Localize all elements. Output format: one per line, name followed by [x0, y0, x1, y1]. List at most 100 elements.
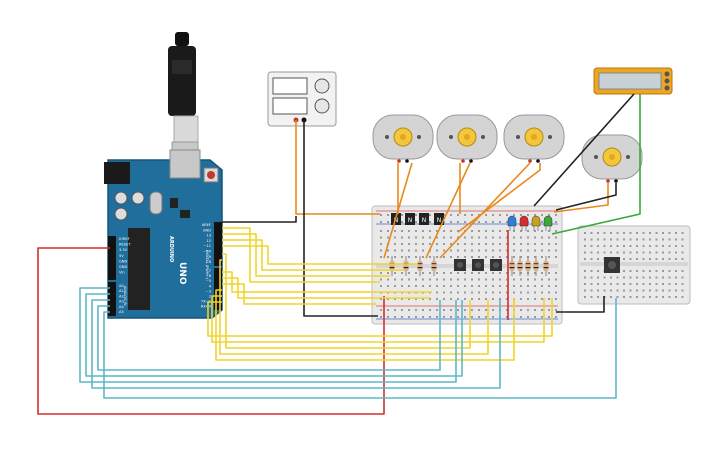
pin-label: TX→1 [200, 300, 211, 304]
led-icon[interactable] [519, 215, 529, 231]
yellow-wire[interactable] [222, 283, 376, 305]
yellow-wire[interactable] [222, 245, 418, 265]
pin-label: RX←0 [201, 305, 212, 309]
yellow-wire[interactable] [222, 233, 390, 277]
pin-label: RESET [119, 243, 131, 247]
pin-label: 13 [206, 234, 211, 238]
pin-label: AREF [202, 223, 211, 227]
resistor-icon [431, 256, 437, 276]
pin-label: Vin [119, 271, 125, 275]
arduino-uno-board[interactable]: ARDUINO UNO DIGITAL (PWM~) ANALOG IN IOR… [104, 149, 223, 319]
cyan-wire[interactable] [97, 300, 441, 371]
resistor-icon [543, 256, 549, 276]
pin-label: GND [119, 265, 127, 269]
pin-label: A4 [119, 305, 124, 309]
pushbutton-icon[interactable] [454, 259, 466, 271]
pin-label: 3.3V [119, 248, 128, 252]
pin-label: A5 [119, 310, 124, 314]
usb-port [169, 149, 201, 179]
dc-motor-icon[interactable] [581, 134, 643, 183]
black-wire[interactable] [556, 296, 605, 313]
black-wire[interactable] [533, 93, 635, 207]
cyan-wire[interactable] [85, 293, 463, 377]
pushbutton-icon[interactable] [472, 259, 484, 271]
pin-label: A2 [119, 294, 124, 298]
transistor-icon[interactable]: N [434, 213, 444, 225]
green-wire[interactable] [551, 94, 641, 235]
cyan-wire[interactable] [79, 287, 457, 383]
yellow-wire[interactable] [222, 277, 430, 299]
yellow-wire[interactable] [222, 253, 471, 349]
power-supply-icon[interactable] [267, 71, 337, 127]
pin-label: ~11 [203, 244, 211, 248]
black-wire[interactable] [222, 216, 297, 223]
dc-motor-icon[interactable] [436, 114, 498, 163]
lcd-display-icon[interactable] [593, 67, 673, 95]
pin-label: IOREF [119, 237, 130, 241]
transistor-label: N [408, 217, 413, 224]
resistor-icon [525, 256, 531, 276]
reset-button[interactable] [207, 171, 215, 179]
yellow-wire[interactable] [222, 227, 380, 283]
power-header[interactable] [108, 236, 116, 280]
dc-motor-icon[interactable] [372, 114, 434, 163]
orange-wire[interactable] [425, 162, 471, 259]
transistor-label: N [422, 217, 427, 224]
orange-wire[interactable] [457, 163, 541, 233]
pin-label: 4 [209, 284, 212, 288]
yellow-wire[interactable] [211, 295, 545, 343]
pin-label: ~5 [206, 279, 211, 283]
pin-label: ~3 [206, 289, 211, 293]
pin-label: 2 [209, 295, 211, 299]
black-wire[interactable] [303, 120, 378, 317]
led-icon[interactable] [543, 215, 553, 231]
led-icon[interactable] [507, 215, 517, 231]
pin-label: A0 [119, 284, 124, 288]
resistor-icon [417, 256, 423, 276]
yellow-wire[interactable] [222, 271, 432, 293]
led-icon[interactable] [531, 215, 541, 231]
digital-header-high[interactable] [214, 222, 222, 266]
main-breadboard[interactable] [371, 205, 563, 325]
pin-label: GND [203, 228, 211, 232]
orange-wire[interactable] [439, 162, 531, 259]
yellow-wire[interactable] [215, 289, 515, 361]
pin-label: ~9 [206, 255, 212, 259]
transistor-label: N [394, 217, 399, 224]
orange-wire[interactable] [295, 120, 380, 215]
yellow-wire[interactable] [222, 239, 404, 271]
cyan-wire[interactable] [103, 298, 617, 399]
microcontroller-chip [128, 228, 150, 310]
pin-label: ~10 [203, 250, 211, 254]
transistor-icon[interactable]: N [405, 213, 415, 225]
digital-header-label: DIGITAL (PWM~) [205, 250, 209, 280]
yellow-wire[interactable] [207, 298, 553, 337]
usb-plug-icon[interactable] [168, 32, 199, 163]
arduino-brand-label: ARDUINO [168, 236, 174, 262]
transistor-label: N [437, 217, 442, 224]
secondary-breadboard[interactable] [577, 225, 691, 305]
pin-label: 12 [206, 239, 211, 243]
pin-label: 7 [209, 269, 211, 273]
orange-wire[interactable] [553, 183, 609, 213]
resistor-icon [517, 256, 523, 276]
analog-header[interactable] [108, 282, 116, 316]
black-wire[interactable] [555, 183, 617, 211]
orange-wire[interactable] [383, 162, 413, 259]
pin-label: GND [119, 259, 127, 263]
digital-header-low[interactable] [214, 268, 222, 310]
dc-motor-icon[interactable] [503, 114, 565, 163]
pushbutton-icon[interactable] [490, 259, 502, 271]
dc-jack [104, 162, 130, 184]
cyan-wire[interactable] [91, 299, 501, 389]
red-wire[interactable] [37, 247, 385, 415]
transistor-icon[interactable]: N [419, 213, 429, 225]
resistor-icon [509, 256, 515, 276]
pin-label: A1 [119, 289, 124, 293]
